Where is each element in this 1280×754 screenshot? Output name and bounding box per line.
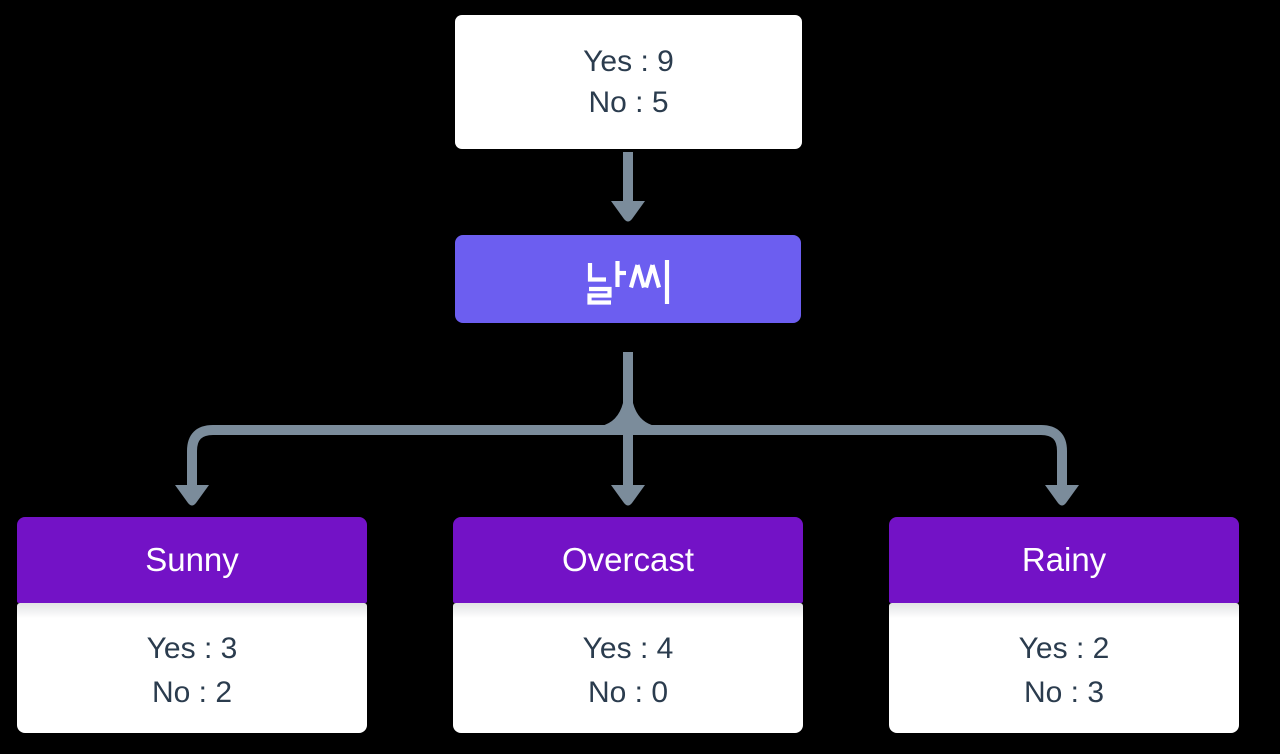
edge-branch-right bbox=[628, 425, 1067, 486]
branch-header-sunny: Sunny bbox=[17, 517, 367, 603]
branch-body-sunny: Yes : 3 No : 2 bbox=[17, 603, 367, 733]
branch-header-rainy: Rainy bbox=[889, 517, 1239, 603]
weather-decision-node: 날씨 bbox=[455, 235, 801, 323]
root-no-count: No : 5 bbox=[588, 86, 669, 119]
branch-sunny-no-count: No : 2 bbox=[151, 676, 233, 709]
root-yes-count: Yes : 9 bbox=[583, 45, 674, 78]
junction-fillet-right bbox=[633, 403, 655, 426]
branch-header-overcast: Overcast bbox=[453, 517, 803, 603]
branch-overcast-yes-count: Yes : 4 bbox=[582, 632, 674, 665]
weather-hangul-glyph-icon bbox=[587, 259, 670, 305]
branch-card-overcast: Overcast Yes : 4 No : 0 bbox=[453, 517, 803, 733]
arrowhead-center-icon bbox=[611, 485, 645, 506]
arrowhead-root-icon bbox=[611, 201, 645, 222]
weather-node-label: 날씨 bbox=[628, 279, 629, 280]
branch-body-overcast: Yes : 4 No : 0 bbox=[453, 603, 803, 733]
junction-fillet-left bbox=[601, 403, 623, 426]
edge-branch-left bbox=[187, 425, 628, 486]
branch-rainy-yes-count: Yes : 2 bbox=[1018, 632, 1110, 665]
branch-overcast-no-count: No : 0 bbox=[587, 676, 669, 709]
arrowhead-left-icon bbox=[175, 485, 209, 506]
branch-card-sunny: Sunny Yes : 3 No : 2 bbox=[17, 517, 367, 733]
branch-card-rainy: Rainy Yes : 2 No : 3 bbox=[889, 517, 1239, 733]
branch-sunny-yes-count: Yes : 3 bbox=[146, 632, 238, 665]
branch-body-rainy: Yes : 2 No : 3 bbox=[889, 603, 1239, 733]
branch-rainy-no-count: No : 3 bbox=[1023, 676, 1105, 709]
arrowhead-right-icon bbox=[1045, 485, 1079, 506]
root-node: Yes : 9 No : 5 bbox=[455, 15, 802, 149]
